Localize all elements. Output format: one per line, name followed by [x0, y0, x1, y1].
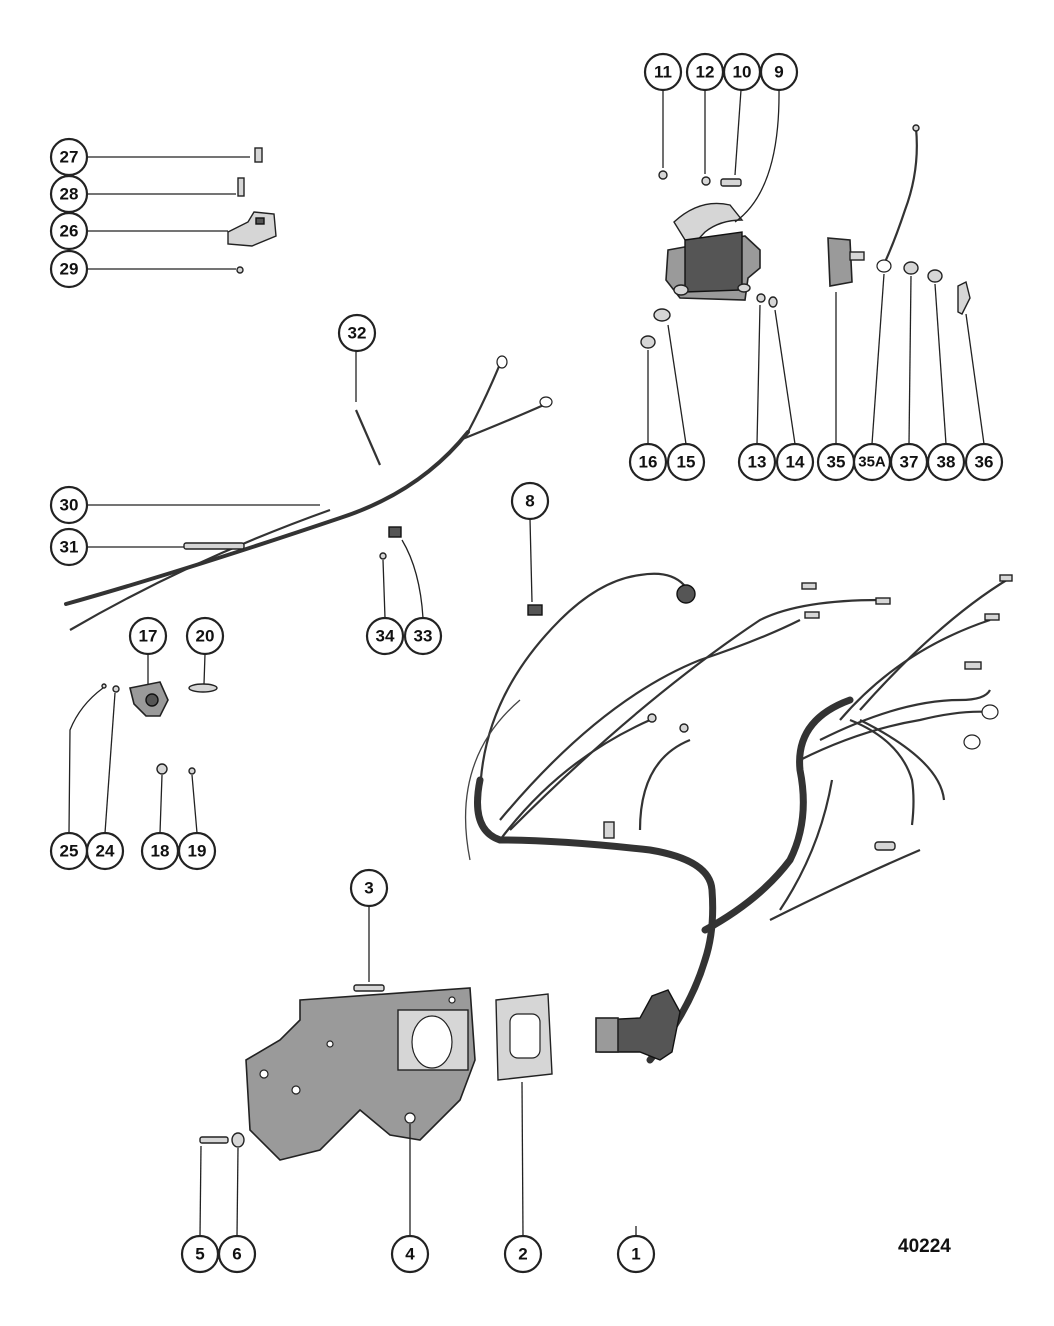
callout-28: 28 [49, 174, 89, 214]
callout-6: 6 [217, 1234, 257, 1274]
svg-text:13: 13 [748, 453, 767, 472]
svg-text:35: 35 [827, 453, 846, 472]
callout-26: 26 [49, 211, 89, 251]
svg-text:26: 26 [60, 222, 79, 241]
svg-text:12: 12 [696, 63, 715, 82]
svg-text:32: 32 [348, 324, 367, 343]
mounting-plate-drawing [199, 984, 476, 1161]
svg-text:1: 1 [631, 1245, 640, 1264]
callout-33: 33 [403, 616, 443, 656]
callout-30: 30 [49, 485, 89, 525]
callout-16: 16 [628, 442, 668, 482]
svg-text:9: 9 [774, 63, 783, 82]
callout-3: 3 [349, 868, 389, 908]
callout-34: 34 [365, 616, 405, 656]
svg-text:38: 38 [937, 453, 956, 472]
callout-19: 19 [177, 831, 217, 871]
callout-15: 15 [666, 442, 706, 482]
callout-1: 1 [616, 1234, 656, 1274]
svg-text:29: 29 [60, 260, 79, 279]
callout-38: 38 [926, 442, 966, 482]
callout-2: 2 [503, 1234, 543, 1274]
callout-12: 12 [685, 52, 725, 92]
svg-text:6: 6 [232, 1245, 241, 1264]
callout-10: 10 [722, 52, 762, 92]
svg-text:15: 15 [677, 453, 696, 472]
switch-drawing [101, 681, 218, 775]
callout-37: 37 [889, 442, 929, 482]
terminal-block-drawing [827, 124, 971, 315]
svg-text:20: 20 [196, 627, 215, 646]
solenoid-hardware-drawing [640, 170, 778, 349]
callout-27: 27 [49, 137, 89, 177]
callout-14: 14 [775, 442, 815, 482]
connector-parts-drawing [379, 526, 543, 616]
callout-8: 8 [510, 481, 550, 521]
callout-5: 5 [180, 1234, 220, 1274]
svg-text:17: 17 [139, 627, 158, 646]
callout-9: 9 [759, 52, 799, 92]
callout-4: 4 [390, 1234, 430, 1274]
svg-text:2: 2 [518, 1245, 527, 1264]
callout-18: 18 [140, 831, 180, 871]
diagram-number: 40224 [898, 1236, 951, 1257]
svg-text:28: 28 [60, 185, 79, 204]
svg-text:18: 18 [151, 842, 170, 861]
svg-text:37: 37 [900, 453, 919, 472]
svg-text:3: 3 [364, 879, 373, 898]
svg-text:34: 34 [376, 627, 395, 646]
svg-text:11: 11 [654, 63, 672, 82]
svg-text:36: 36 [975, 453, 994, 472]
solenoid-drawing [665, 202, 761, 301]
svg-text:24: 24 [96, 842, 115, 861]
callout-35A: 35A [852, 442, 892, 482]
main-harness-drawing [464, 572, 1013, 1064]
svg-text:8: 8 [525, 492, 534, 511]
callout-13: 13 [737, 442, 777, 482]
svg-text:10: 10 [733, 63, 752, 82]
callout-20: 20 [185, 616, 225, 656]
svg-text:35A: 35A [858, 454, 886, 471]
leader-lines [68, 89, 985, 1237]
callout-31: 31 [49, 527, 89, 567]
grommet-drawing [495, 993, 553, 1081]
svg-text:5: 5 [195, 1245, 204, 1264]
callout-24: 24 [85, 831, 125, 871]
callout-36: 36 [964, 442, 1004, 482]
callout-32: 32 [337, 313, 377, 353]
svg-text:31: 31 [60, 538, 79, 557]
callout-11: 11 [643, 52, 683, 92]
svg-text:27: 27 [60, 148, 79, 167]
callout-17: 17 [128, 616, 168, 656]
clamp-drawing [227, 147, 277, 274]
svg-text:33: 33 [414, 627, 433, 646]
svg-text:14: 14 [786, 453, 805, 472]
svg-text:4: 4 [405, 1245, 415, 1264]
small-harness-drawing [64, 355, 553, 631]
svg-text:25: 25 [60, 842, 79, 861]
callout-29: 29 [49, 249, 89, 289]
svg-text:19: 19 [188, 842, 207, 861]
callout-25: 25 [49, 831, 89, 871]
svg-text:16: 16 [639, 453, 658, 472]
callout-35: 35 [816, 442, 856, 482]
svg-text:30: 30 [60, 496, 79, 515]
